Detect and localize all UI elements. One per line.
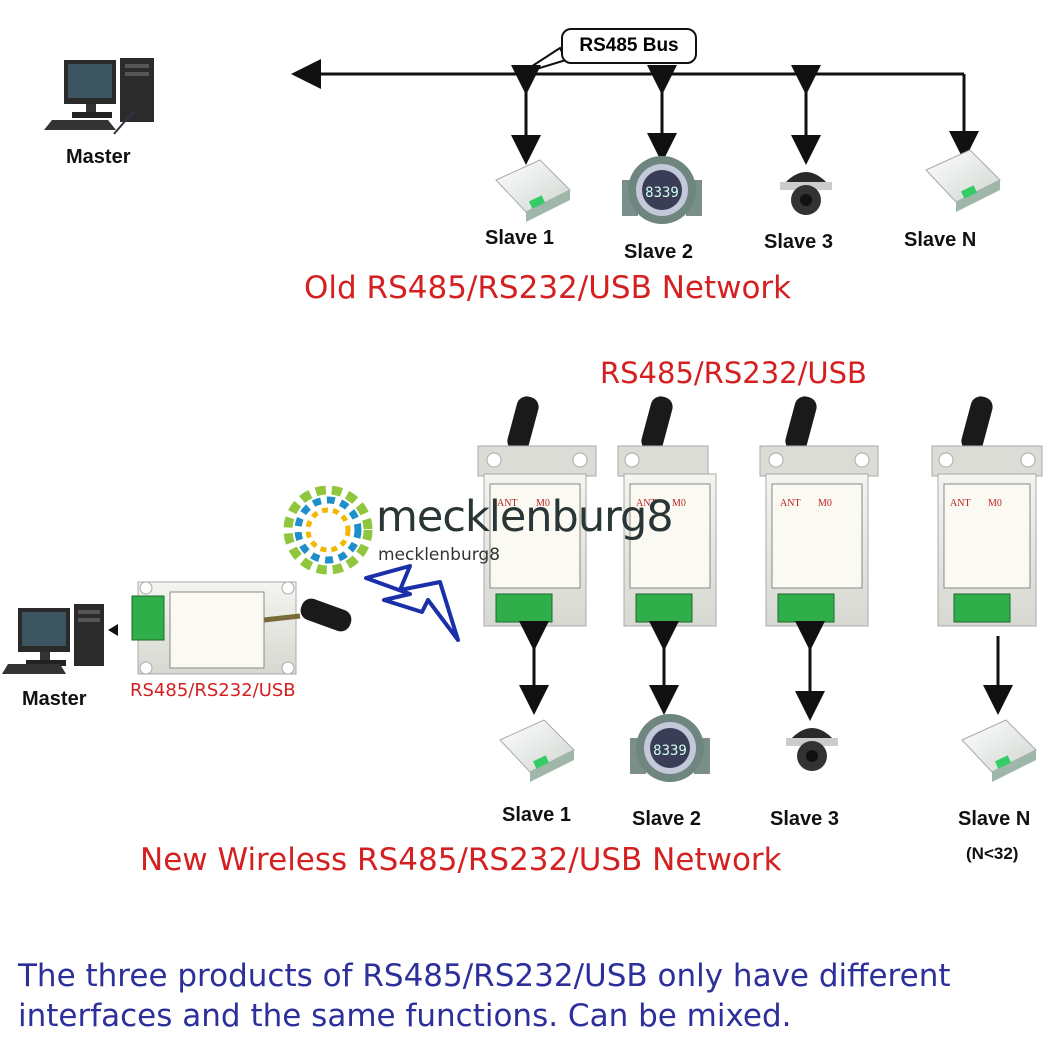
watermark-main-text: mecklenburg8 — [376, 492, 674, 542]
master-wireless-module-image — [131, 581, 352, 675]
new-slave-3-label: Slave 3 — [770, 808, 839, 830]
old-slave-2-label: Slave 2 — [624, 241, 693, 263]
old-slave1-scale-icon — [495, 159, 571, 222]
wireless-module-1-image: ANT M0 — [477, 396, 597, 627]
svg-text:ANT: ANT — [950, 498, 971, 509]
new-master-computer-icon — [2, 604, 104, 674]
bus-callout-pointer — [519, 46, 568, 75]
new-slave1-scale-icon — [499, 719, 575, 782]
master-link-arrow — [108, 624, 118, 636]
master-module-label: RS485/RS232/USB — [130, 680, 296, 701]
old-slave-1-label: Slave 1 — [485, 227, 554, 249]
new-slave2-meter-icon: 8339 — [630, 714, 710, 782]
new-master-label: Master — [22, 688, 87, 710]
svg-text:ANT: ANT — [636, 498, 657, 509]
new-slaveN-scale-icon — [961, 719, 1037, 782]
svg-text:M0: M0 — [818, 498, 832, 509]
wireless-signal-icon — [364, 564, 460, 642]
watermark-logo-icon — [283, 485, 373, 575]
footer-note-line-1: The three products of RS485/RS232/USB on… — [18, 958, 951, 994]
old-slave2-meter-icon: 8339 — [622, 156, 702, 224]
svg-text:ANT: ANT — [497, 498, 518, 509]
old-slave-3-label: Slave 3 — [764, 231, 833, 253]
old-drop-lines — [511, 65, 979, 165]
slave-n-limit-note: (N<32) — [966, 844, 1019, 863]
svg-text:M0: M0 — [672, 498, 686, 509]
svg-text:ANT: ANT — [780, 498, 801, 509]
old-slave-n-label: Slave N — [904, 229, 977, 251]
rs485-bus-label: RS485 Bus — [561, 28, 697, 64]
old-network-title: Old RS485/RS232/USB Network — [304, 270, 792, 306]
old-master-computer-icon — [44, 58, 154, 135]
svg-text:8339: 8339 — [653, 743, 687, 759]
watermark-small-text: mecklenburg8 — [378, 545, 501, 565]
new-network-title: New Wireless RS485/RS232/USB Network — [140, 842, 782, 878]
svg-text:M0: M0 — [536, 498, 550, 509]
new-slave-n-label: Slave N — [958, 808, 1031, 830]
wireless-module-4-image: ANT M0 — [931, 396, 1043, 627]
new-slave3-camera-icon — [786, 728, 838, 771]
svg-text:8339: 8339 — [645, 185, 679, 201]
footer-note-line-2: interfaces and the same functions. Can b… — [18, 998, 792, 1034]
old-master-label: Master — [66, 146, 131, 168]
new-slave-1-label: Slave 1 — [502, 804, 571, 826]
new-drop-lines — [519, 621, 1013, 721]
old-slaveN-scale-icon — [925, 149, 1001, 212]
new-modules-label: RS485/RS232/USB — [600, 356, 867, 390]
wireless-module-2-image: ANT M0 — [617, 396, 717, 627]
svg-text:M0: M0 — [988, 498, 1002, 509]
new-slave-2-label: Slave 2 — [632, 808, 701, 830]
old-slave3-camera-icon — [780, 172, 832, 215]
wireless-module-3-image: ANT M0 — [759, 396, 879, 627]
